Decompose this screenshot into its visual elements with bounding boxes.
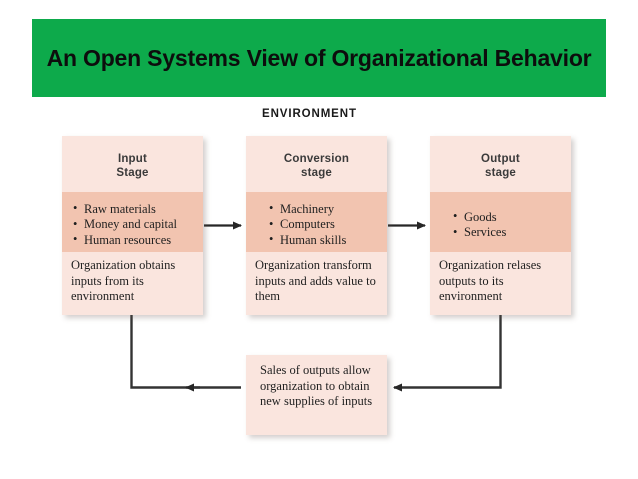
stage-box-output[interactable]: Output stage Goods Services Organization… xyxy=(430,136,571,315)
stage-title-line1: Output xyxy=(481,153,520,165)
list-item: Human skills xyxy=(269,232,387,249)
list-item: Goods xyxy=(453,209,571,226)
feedback-box[interactable]: Sales of outputs allow organization to o… xyxy=(246,355,387,435)
stage-header-conversion: Conversion stage xyxy=(246,136,387,192)
stage-description-output: Organization relases outputs to its envi… xyxy=(430,252,571,315)
list-item: Raw materials xyxy=(73,201,203,218)
stage-items-input: Raw materials Money and capital Human re… xyxy=(62,192,203,252)
connector-arrows xyxy=(130,221,502,392)
stage-box-conversion[interactable]: Conversion stage Machinery Computers Hum… xyxy=(246,136,387,315)
stage-description-input: Organization obtains inputs from its env… xyxy=(62,252,203,315)
arrow-feedback-to-input xyxy=(130,315,241,389)
page-title: An Open Systems View of Organizational B… xyxy=(46,45,592,71)
stage-items-conversion: Machinery Computers Human skills xyxy=(246,192,387,252)
list-item: Services xyxy=(453,225,571,241)
stage-title-line1: Input xyxy=(117,153,148,165)
stage-title-line2: Stage xyxy=(116,167,149,179)
list-item: Computers xyxy=(269,217,387,233)
stage-header-output: Output stage xyxy=(430,136,571,192)
list-item: Machinery xyxy=(269,201,387,218)
stage-items-output: Goods Services xyxy=(430,192,571,252)
stage-header-input: Input Stage xyxy=(62,136,203,192)
stage-title-line1: Conversion xyxy=(283,153,350,165)
environment-label: ENVIRONMENT xyxy=(262,108,357,120)
stage-box-input[interactable]: Input Stage Raw materials Money and capi… xyxy=(62,136,203,315)
list-item: Human resources xyxy=(73,232,203,249)
open-systems-diagram: ENVIRONMENT Input Stage Raw mate xyxy=(0,97,638,479)
list-item: Money and capital xyxy=(73,217,203,233)
arrow-output-to-feedback xyxy=(393,315,502,392)
title-banner: An Open Systems View of Organizational B… xyxy=(32,19,606,97)
stage-title-line2: stage xyxy=(484,167,517,179)
stage-title-line2: stage xyxy=(300,167,333,179)
stage-description-conversion: Organization transform inputs and adds v… xyxy=(246,252,387,315)
